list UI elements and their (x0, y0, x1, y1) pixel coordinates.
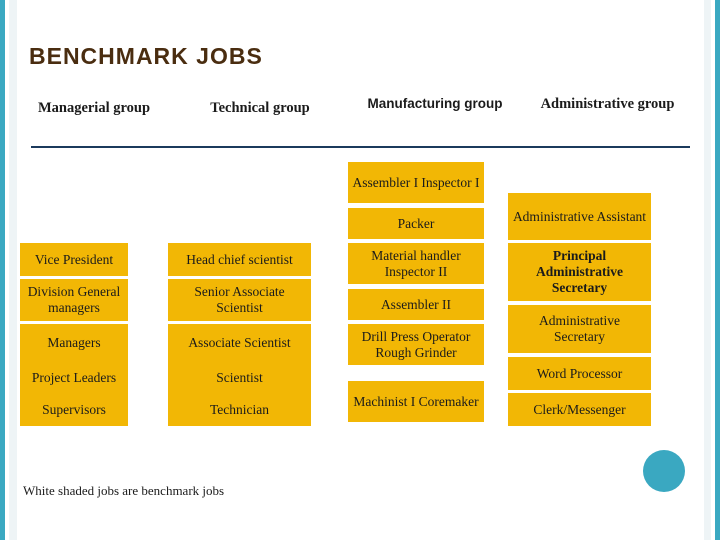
job-cell-managerial-3: Managers (20, 324, 128, 362)
right-pale-bar (704, 0, 711, 540)
job-cell-manufacturing-5: Drill Press Operator Rough Grinder (348, 324, 484, 365)
left-accent-bar (0, 0, 5, 540)
job-cell-manufacturing-6: Machinist I Coremaker (348, 381, 484, 422)
decorative-circle (643, 450, 685, 492)
column-header-manufacturing: Manufacturing group (367, 96, 503, 111)
job-cell-managerial-2: Division General managers (20, 279, 128, 321)
page-title: BENCHMARK JOBS (29, 43, 263, 69)
job-cell-manufacturing-4: Assembler II (348, 289, 484, 320)
job-cell-administrative-5: Clerk/Messenger (508, 393, 651, 426)
footnote-text: White shaded jobs are benchmark jobs (23, 483, 225, 498)
right-accent-bar (715, 0, 720, 540)
job-cell-administrative-1: Administrative Assistant (508, 193, 651, 240)
job-cell-administrative-2: Principal Administrative Secretary (508, 243, 651, 301)
job-cell-manufacturing-2: Packer (348, 208, 484, 239)
job-cell-technical-3: Associate Scientist (168, 324, 311, 362)
job-cell-manufacturing-1: Assembler I Inspector I (348, 162, 484, 203)
left-pale-bar (9, 0, 17, 540)
job-cell-managerial-4: Project Leaders (20, 361, 128, 394)
job-cell-technical-4: Scientist (168, 361, 311, 394)
job-cell-administrative-4: Word Processor (508, 357, 651, 390)
left-white-gap (5, 0, 9, 540)
job-cell-technical-1: Head chief scientist (168, 243, 311, 276)
header-divider-rule (31, 146, 690, 148)
job-cell-technical-5: Technician (168, 393, 311, 426)
column-headers: Managerial group Technical group Manufac… (20, 94, 700, 140)
column-header-administrative: Administrative group (540, 96, 675, 112)
job-cell-managerial-5: Supervisors (20, 393, 128, 426)
column-header-managerial: Managerial group (37, 100, 151, 116)
job-cell-technical-2: Senior Associate Scientist (168, 279, 311, 321)
column-header-technical: Technical group (210, 100, 310, 116)
job-cell-administrative-3: Administrative Secretary (508, 305, 651, 353)
job-cell-managerial-1: Vice President (20, 243, 128, 276)
job-cell-manufacturing-3: Material handler Inspector II (348, 243, 484, 284)
